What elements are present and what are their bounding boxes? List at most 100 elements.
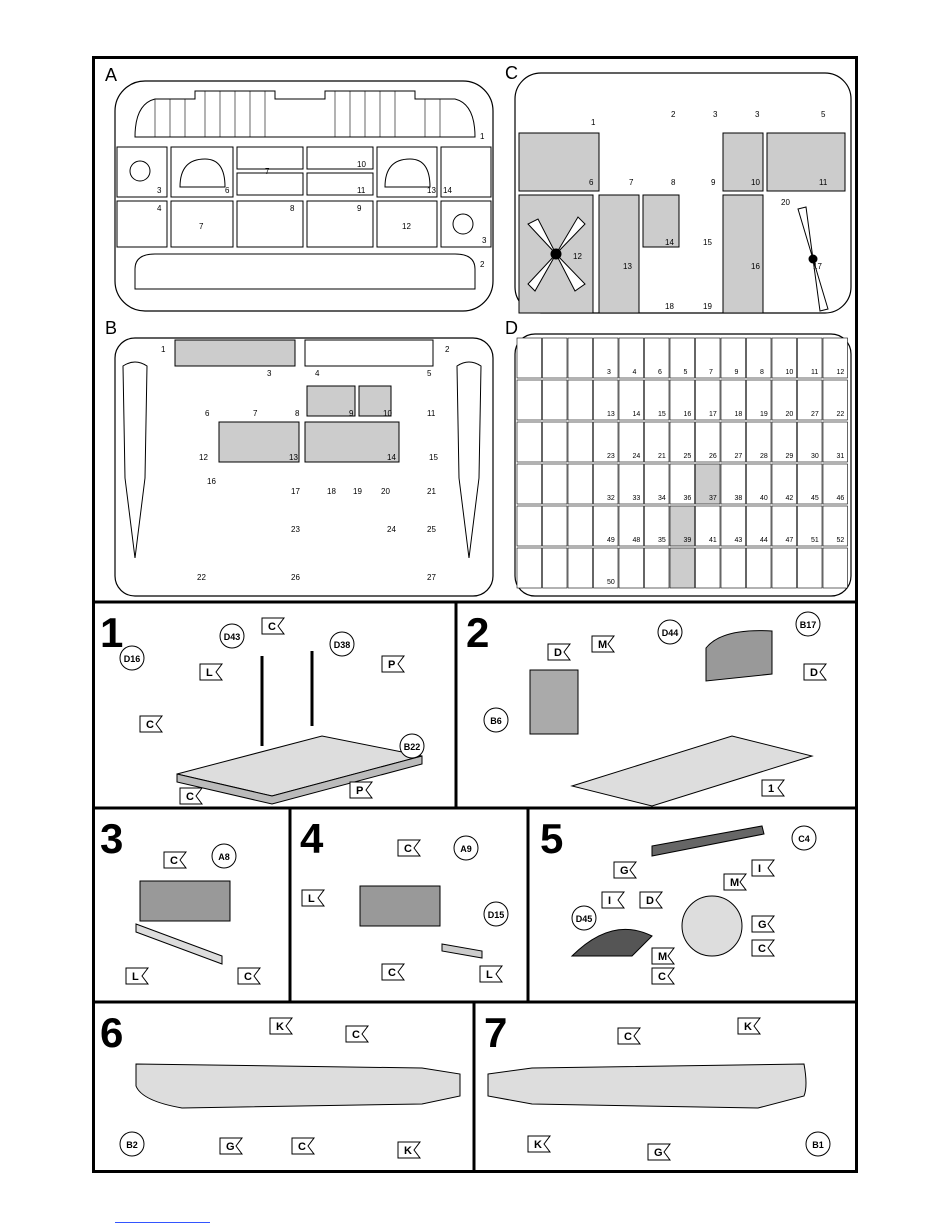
sprue-d-cell	[516, 379, 542, 421]
part-callout-circle	[791, 825, 817, 851]
color-flag	[723, 873, 747, 891]
part-number: 23	[607, 453, 615, 460]
part-number: 11	[427, 409, 436, 418]
callout-label: I	[608, 895, 611, 907]
color-flag	[761, 779, 785, 797]
part-callout-circle	[483, 707, 509, 733]
part-number: 21	[658, 453, 666, 460]
part-callout-circle	[329, 631, 355, 657]
part-number: 14	[633, 411, 641, 418]
part-number: 27	[735, 453, 743, 460]
color-flag	[179, 787, 203, 805]
step-number: 5	[540, 815, 564, 862]
color-flag	[291, 1137, 315, 1155]
sprue-d-cell	[593, 505, 619, 547]
part-number: 6	[205, 409, 210, 418]
part-callout-circle	[219, 623, 245, 649]
callout-label: C	[244, 971, 252, 983]
part-number: 17	[291, 487, 300, 496]
callout-label: C	[624, 1031, 632, 1043]
sprue-d-cell	[516, 547, 542, 589]
callout-label: C	[298, 1141, 306, 1153]
sprue-d-cell	[822, 379, 848, 421]
sprue-d-cell	[644, 379, 670, 421]
part-number: 19	[353, 487, 362, 496]
part-number: 22	[197, 573, 206, 582]
sprue-d-cell	[822, 547, 848, 589]
sprue-d-cell	[771, 337, 797, 379]
sprue-d-cell	[516, 337, 542, 379]
sprue-d-cell	[746, 379, 772, 421]
sprue-d-cell	[542, 505, 568, 547]
color-flag	[639, 891, 663, 909]
callout-label: C	[404, 843, 412, 855]
part-number: 5	[427, 369, 432, 378]
part-number: 18	[665, 302, 674, 311]
part-number: 33	[633, 495, 641, 502]
part-number: 8	[671, 178, 676, 187]
part-number: 14	[665, 238, 674, 247]
sprue-d-cell	[771, 463, 797, 505]
sprue-c-diagram: C 1 2 3 3 5 6 7 8 9 10 11 12 13 14 15 16…	[505, 63, 852, 314]
part-number: 10	[383, 409, 392, 418]
sprue-d-cell	[771, 421, 797, 463]
color-flag	[547, 643, 571, 661]
part-number: 5	[821, 110, 826, 119]
callout-label: C	[146, 719, 154, 731]
part-number: 41	[709, 537, 717, 544]
part-number: 23	[291, 525, 300, 534]
color-flag	[163, 851, 187, 869]
color-flag	[397, 839, 421, 857]
part-number: 15	[429, 453, 438, 462]
part-number: 19	[760, 411, 768, 418]
sprue-d-cell	[593, 337, 619, 379]
color-flag	[591, 635, 615, 653]
part-number: 48	[633, 537, 641, 544]
sprue-d-cell	[746, 505, 772, 547]
sprue-d-cell	[542, 421, 568, 463]
part-number: 37	[709, 495, 717, 502]
part-number: 39	[684, 537, 692, 544]
part-number: 42	[786, 495, 794, 502]
sprue-d-cell	[720, 547, 746, 589]
sprue-d-cell	[797, 505, 823, 547]
part-number: 34	[658, 495, 666, 502]
part-number: 8	[295, 409, 300, 418]
sprue-d-cell	[567, 547, 593, 589]
sprue-d-cell	[822, 421, 848, 463]
part-number: 15	[658, 411, 666, 418]
color-flag	[397, 1141, 421, 1159]
part-number: 1	[161, 345, 166, 354]
color-flag	[651, 947, 675, 965]
part-number: 17	[813, 262, 822, 271]
sprue-d-cell	[746, 547, 772, 589]
sprue-d-cell	[618, 547, 644, 589]
callout-label: D15	[488, 910, 505, 920]
sprue-d-cell	[644, 547, 670, 589]
part-number: 16	[751, 262, 760, 271]
sprue-d-cell	[720, 463, 746, 505]
part-callout-circle	[795, 611, 821, 637]
part-number: 13	[289, 453, 298, 462]
sprue-b-diagram: B 1 2 3 4 5 6 7 8 9 10 11 12 13 14 15 16…	[105, 318, 494, 597]
sprue-d-cell	[644, 421, 670, 463]
callout-label: A9	[460, 844, 472, 854]
part-callout-circle	[483, 901, 509, 927]
sprue-a-diagram: A 1 3 6 7 10 11 13 14 4 7 8 9 12 3 2	[105, 65, 494, 312]
part-number: 4	[157, 204, 162, 213]
sprue-d-cell	[797, 337, 823, 379]
sprue-d-cell	[695, 463, 721, 505]
part-number: 31	[837, 453, 845, 460]
callout-label: P	[356, 785, 363, 797]
part-number: 10	[786, 369, 794, 376]
callout-label: C	[186, 791, 194, 803]
part-number: 18	[735, 411, 743, 418]
part-number: 45	[811, 495, 819, 502]
color-flag	[617, 1027, 641, 1045]
part-number: 10	[357, 160, 366, 169]
sprue-d-cell	[644, 463, 670, 505]
part-number: 25	[684, 453, 692, 460]
sprue-d-cell	[542, 337, 568, 379]
sprue-d-cell	[695, 421, 721, 463]
sprue-d-cell	[720, 505, 746, 547]
